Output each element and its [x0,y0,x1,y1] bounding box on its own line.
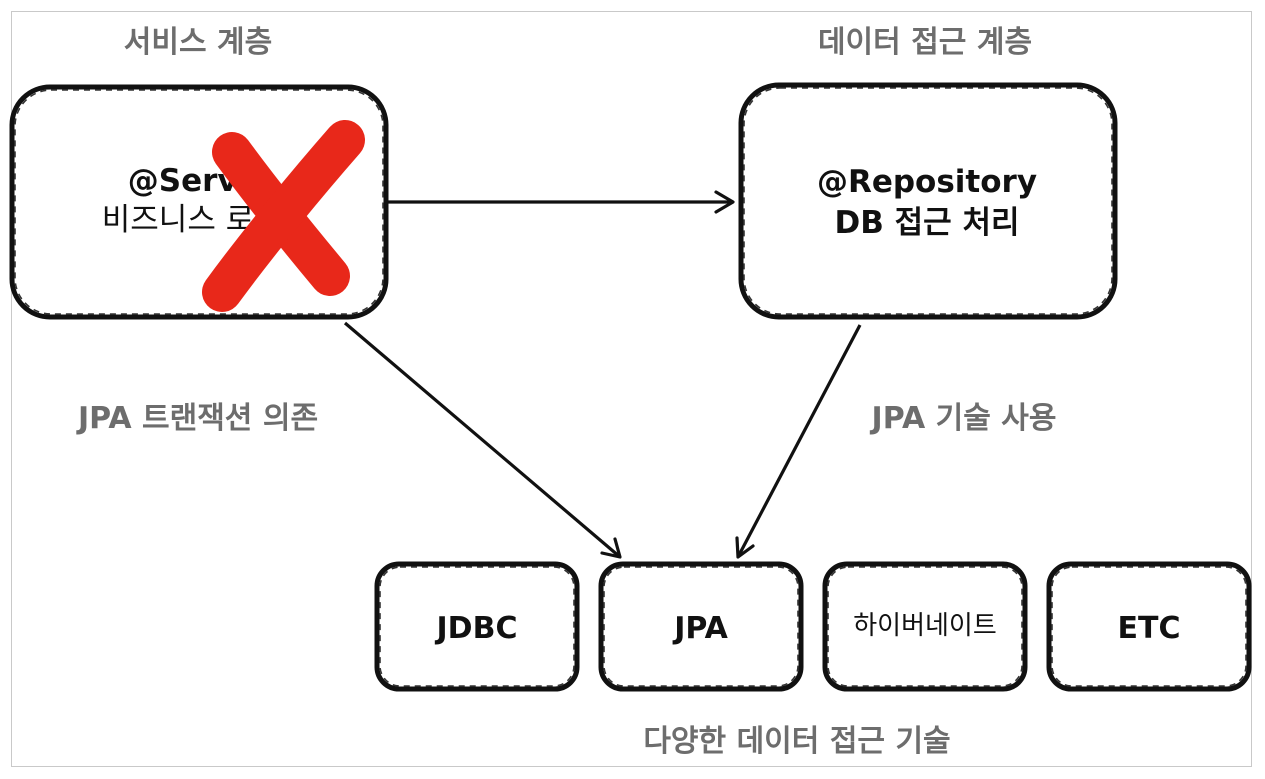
repository-box-title: @Repository [817,164,1037,200]
tech-label: ETC [1118,611,1181,646]
footer-caption: 다양한 데이터 접근 기술 [643,724,950,759]
heading-data-access-layer: 데이터 접근 계층 [818,25,1032,60]
tech-label: JDBC [435,611,518,646]
tech-box-jdbc: JDBC [374,561,580,692]
tech-box-hibernate: 하이버네이트 [822,561,1028,692]
repository-box: @Repository DB 접근 처리 [738,82,1118,320]
heading-service-layer: 서비스 계층 [124,25,272,60]
arrow-service-to-repository [388,190,735,214]
repository-box-subtitle: DB 접근 처리 [834,205,1019,241]
label-jpa-technology-use: JPA 기술 사용 [870,401,1057,436]
service-box-subtitle: 비즈니스 로 [102,202,254,238]
x-mark-icon [202,120,365,312]
label-jpa-transaction-dependency: JPA 트랜잭션 의존 [76,401,318,436]
tech-label: 하이버네이트 [853,611,997,641]
arrow-repository-to-jpa [735,324,862,559]
tech-box-etc: ETC [1046,561,1252,692]
diagram-frame [11,11,1252,767]
arrow-service-to-jpa [343,321,622,559]
tech-box-jpa: JPA [598,561,804,692]
tech-label: JPA [672,611,728,646]
